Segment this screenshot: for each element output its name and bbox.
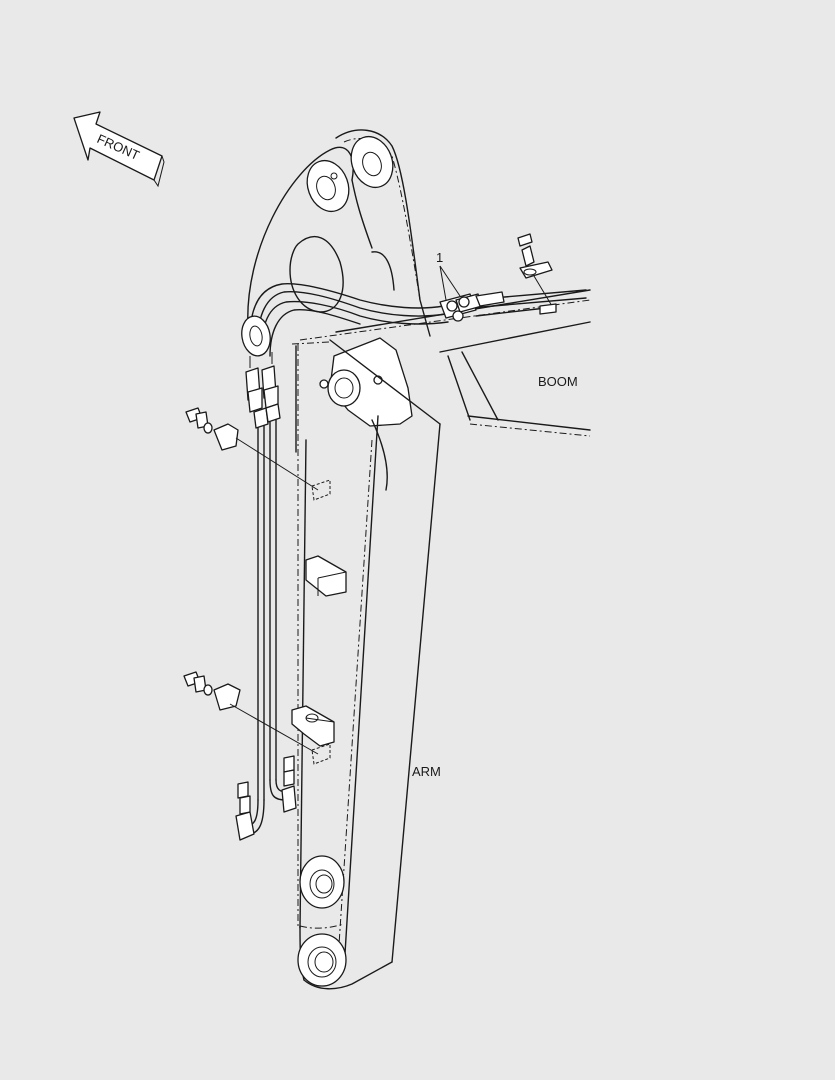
pipe-clamp-lower [183,671,319,755]
arm-label: ARM [412,764,441,779]
arm-block-upper [305,555,347,597]
boom-pin [327,369,361,407]
callout-1: 1 [436,250,443,265]
hose-clamp-ring [241,315,271,357]
arm-lower-boss [299,855,345,909]
hose-assembly: 1 [241,250,505,413]
boom-clamp [517,233,557,315]
arm-bottom-boss [297,933,347,987]
lower-fitting-right [281,755,297,813]
arm-pipes [235,403,297,841]
front-arrow: FRONT [73,111,165,188]
pipe-clamp-upper [185,407,319,491]
boom-label: BOOM [538,374,578,389]
boom: BOOM [299,233,591,437]
arm-block-lower [291,705,335,747]
arm: ARM [247,129,441,990]
lower-fitting-left [235,781,255,841]
arm-top-boss [306,159,350,213]
